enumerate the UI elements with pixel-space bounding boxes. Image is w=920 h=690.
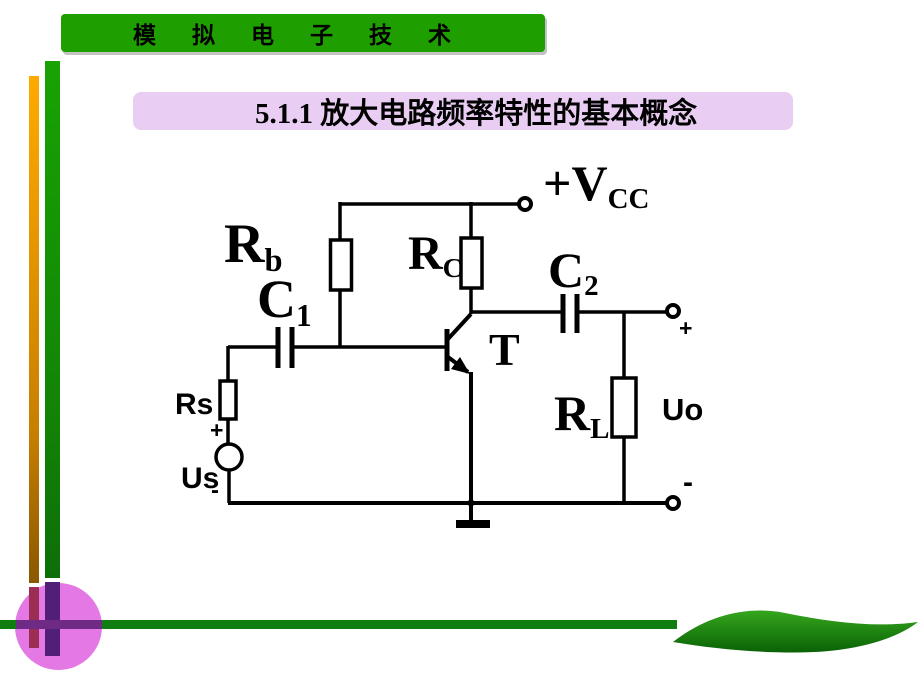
label-rb: Rb	[224, 213, 283, 280]
decor-orange-bar-overlap	[29, 587, 39, 648]
decor-leaf-swoosh	[673, 610, 918, 653]
label-source-plus: +	[210, 417, 224, 443]
label-c1: C1	[257, 269, 312, 333]
vcc-terminal	[517, 196, 533, 212]
resistor-rb	[328, 238, 354, 292]
decor-green-bar	[45, 61, 60, 578]
label-c2: C2	[548, 242, 599, 303]
label-rl: RL	[554, 385, 610, 446]
transistor-collector	[446, 312, 473, 341]
source-us-circle	[214, 442, 244, 472]
resistor-rl	[610, 376, 638, 439]
label-output-minus: -	[683, 466, 693, 499]
course-title: 模拟电子技术	[133, 22, 487, 48]
label-source-minus: -	[211, 477, 219, 504]
emitter-arrow	[451, 357, 470, 374]
section-title-bar: 5.1.1 放大电路频率特性的基本概念	[133, 92, 793, 130]
course-header-bar: 模拟电子技术	[61, 14, 545, 52]
decor-bottom-line	[0, 620, 677, 629]
label-output-plus: +	[679, 315, 693, 341]
resistor-rc	[459, 236, 484, 290]
label-rs: Rs	[175, 388, 214, 421]
output-minus-terminal	[665, 495, 681, 511]
junction-dot	[467, 499, 475, 507]
label-vcc: +VCC	[543, 155, 650, 216]
label-rc: RC	[408, 227, 463, 284]
decor-bottom-line-overlap	[16, 620, 102, 629]
label-transistor: T	[489, 324, 520, 375]
output-plus-terminal	[665, 303, 681, 319]
ground-symbol	[456, 520, 490, 528]
label-uo: Uo	[662, 392, 704, 427]
decor-green-bar-overlap	[45, 582, 60, 656]
resistor-rs	[218, 379, 238, 421]
label-us: Us	[181, 462, 220, 495]
section-title: 5.1.1 放大电路频率特性的基本概念	[255, 98, 698, 130]
decor-orange-bar	[29, 76, 39, 583]
leaf-shape	[673, 610, 918, 653]
